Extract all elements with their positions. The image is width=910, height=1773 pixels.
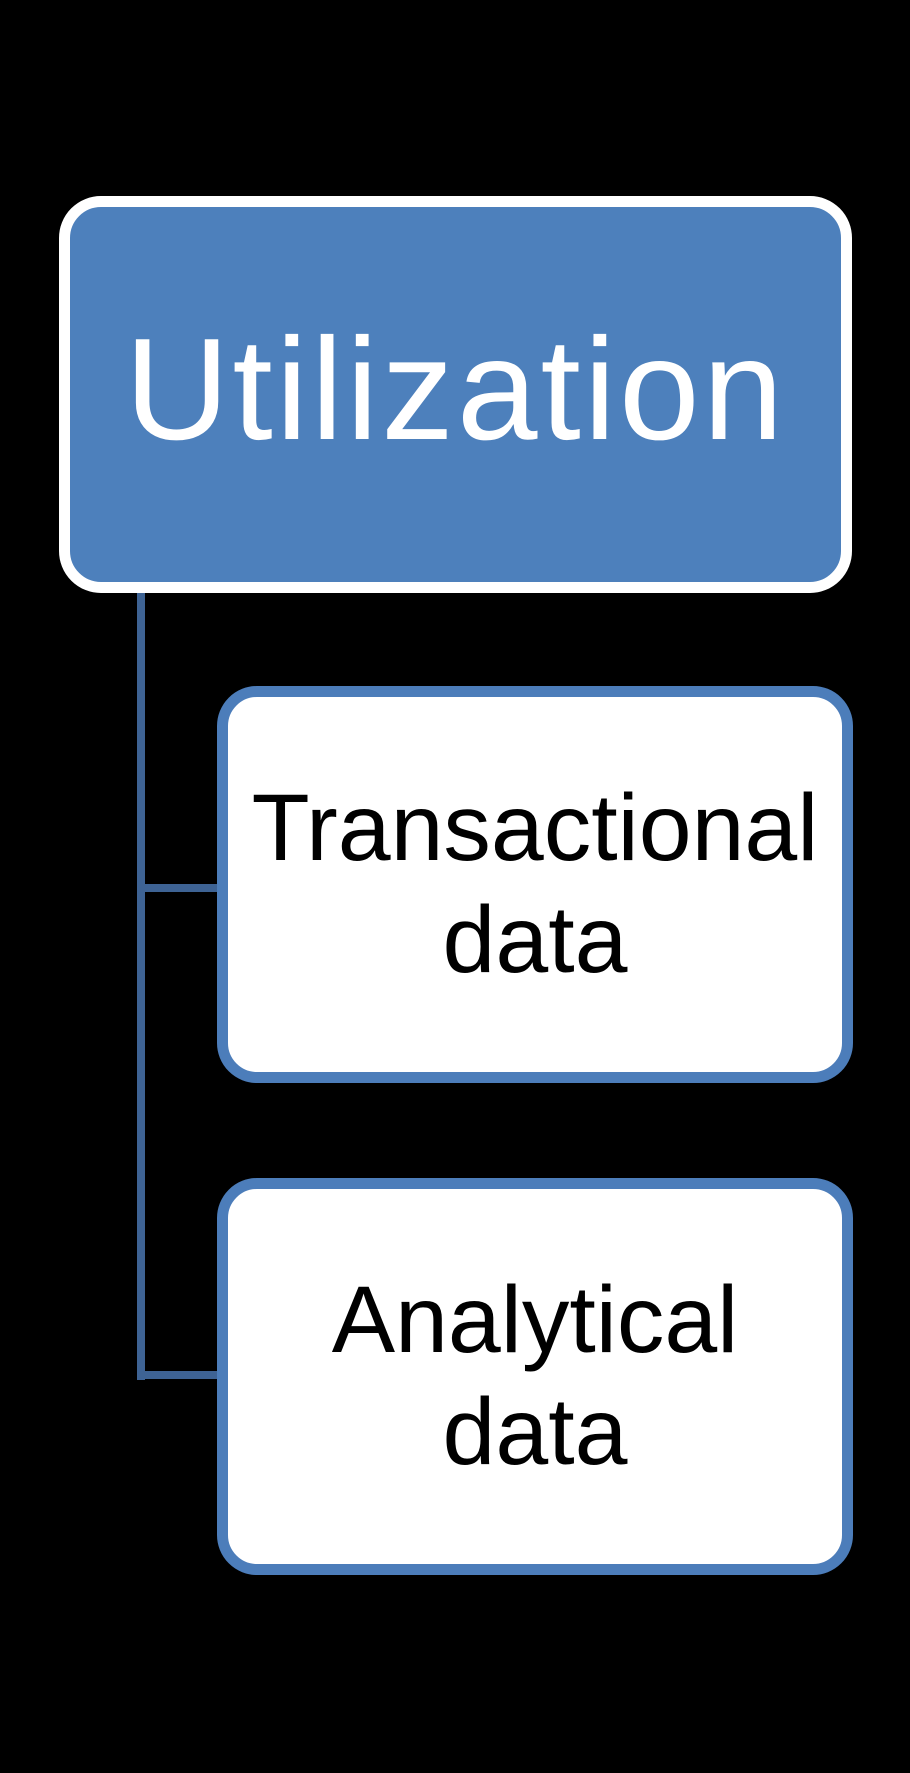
node-transactional-data-label: Transactional data: [251, 775, 819, 993]
node-analytical-data-label: Analytical data: [331, 1267, 739, 1485]
node-analytical-data: Analytical data: [217, 1178, 853, 1575]
node-utilization: Utilization: [59, 196, 852, 593]
node-transactional-data: Transactional data: [217, 686, 853, 1083]
node-utilization-label: Utilization: [124, 308, 787, 470]
connector-leg-transactional: [139, 884, 223, 892]
connector-leg-analytical: [139, 1371, 223, 1379]
connector-trunk: [137, 570, 145, 1380]
